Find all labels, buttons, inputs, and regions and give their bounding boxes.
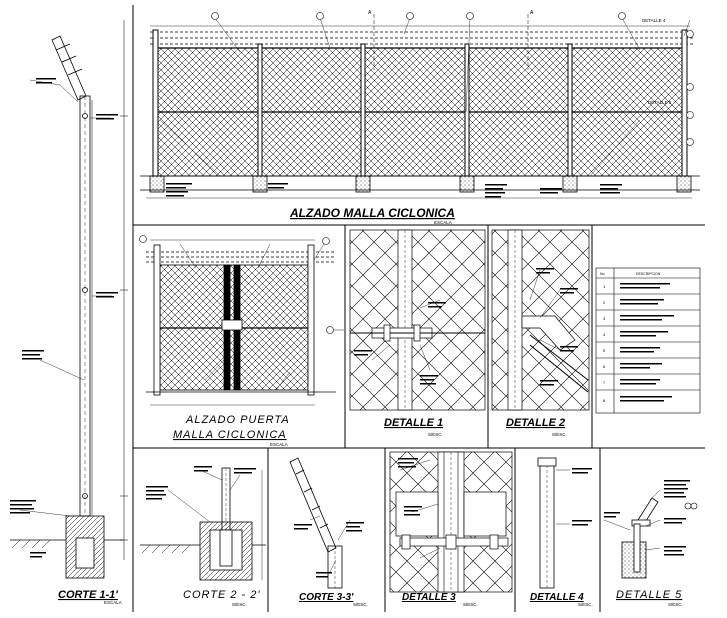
title-alzado-malla: ALZADO MALLA CICLONICA [289,206,455,220]
scale-detalle-1: S/ESC. [428,432,443,437]
title-alzado-puerta-line1: ALZADO PUERTA [185,414,290,426]
alzado-puerta-callouts [139,235,334,334]
title-alzado-puerta-line2: MALLA CICLONICA [173,429,287,441]
detalle-1-notes [354,302,446,385]
alzado-malla-callouts [211,12,694,146]
table-header-num: No. [600,272,605,276]
table-row-num: 1 [603,284,606,289]
table-row-num: 8 [603,398,606,403]
detalle-5-notes [604,480,690,556]
scale-corte-3: S/ESC. [353,602,368,607]
scale-detalle-4: S/ESC. [578,602,593,607]
title-detalle-3: DETALLE 3 [402,592,456,603]
corte-3-drawing [289,457,351,589]
table-row-num: 6 [603,364,606,369]
detalle-3-drawing [389,451,513,593]
title-detalle-2: DETALLE 2 [506,417,565,429]
table-row-num: 4 [603,332,606,337]
detalle-2-drawing [491,229,590,411]
table-row-num: 5 [603,348,606,353]
scale-detalle-2: S/ESC. [552,432,567,437]
detalle-4-notes [572,468,592,526]
detalle-2-notes [536,268,578,386]
table-header-desc: DESCRIPCION [636,272,661,276]
title-corte-3: CORTE 3-3' [299,592,354,603]
spec-table-grid [595,267,701,414]
detalle-5-callouts [684,502,698,510]
table-row-num: 2 [603,300,606,305]
alzado-puerta-drawing [146,239,344,406]
frame-lines [132,5,705,612]
corte-3-notes [294,522,364,578]
section-mark-a-left: A [368,10,372,16]
detalle-4-drawing [537,457,570,589]
alzado-malla-notes [166,183,622,198]
alzado-malla-drawing [140,14,700,199]
title-detalle-4: DETALLE 4 [530,592,584,603]
scale-corte-2: S/ESC. [232,602,247,607]
spec-table-rows [620,283,674,402]
corte-2-notes [146,466,256,500]
detalle-5-drawing [603,489,661,579]
title-detalle-5: DETALLE 5 [616,589,682,601]
scale-detalle-5: S/ESC. [668,602,683,607]
title-corte-1: CORTE 1-1' [58,589,118,601]
table-row-numbers: 1 2 3 4 5 6 7 8 [603,284,606,403]
callout-detalle-5-label: DETALLE 5 [648,100,672,105]
table-row-num: 7 [603,380,606,385]
scale-alzado-puerta: ESCALA [270,442,288,447]
table-row-num: 3 [603,316,606,321]
detalle-1-drawing [349,229,486,411]
scale-detalle-3: S/ESC. [463,602,478,607]
detalle-3-notes [398,458,422,516]
corte-1-notes [10,78,118,558]
title-detalle-1: DETALLE 1 [384,417,443,429]
scale-corte-1: ESCALA [104,600,122,605]
corte-1-drawing [10,20,128,579]
scale-alzado-malla: ESCALA [434,220,452,225]
section-mark-a-right: A [530,10,534,16]
callout-detalle-4-label: DETALLE 4 [642,18,666,23]
corte-2-drawing [140,467,266,581]
title-corte-2: CORTE 2 - 2' [183,589,260,601]
